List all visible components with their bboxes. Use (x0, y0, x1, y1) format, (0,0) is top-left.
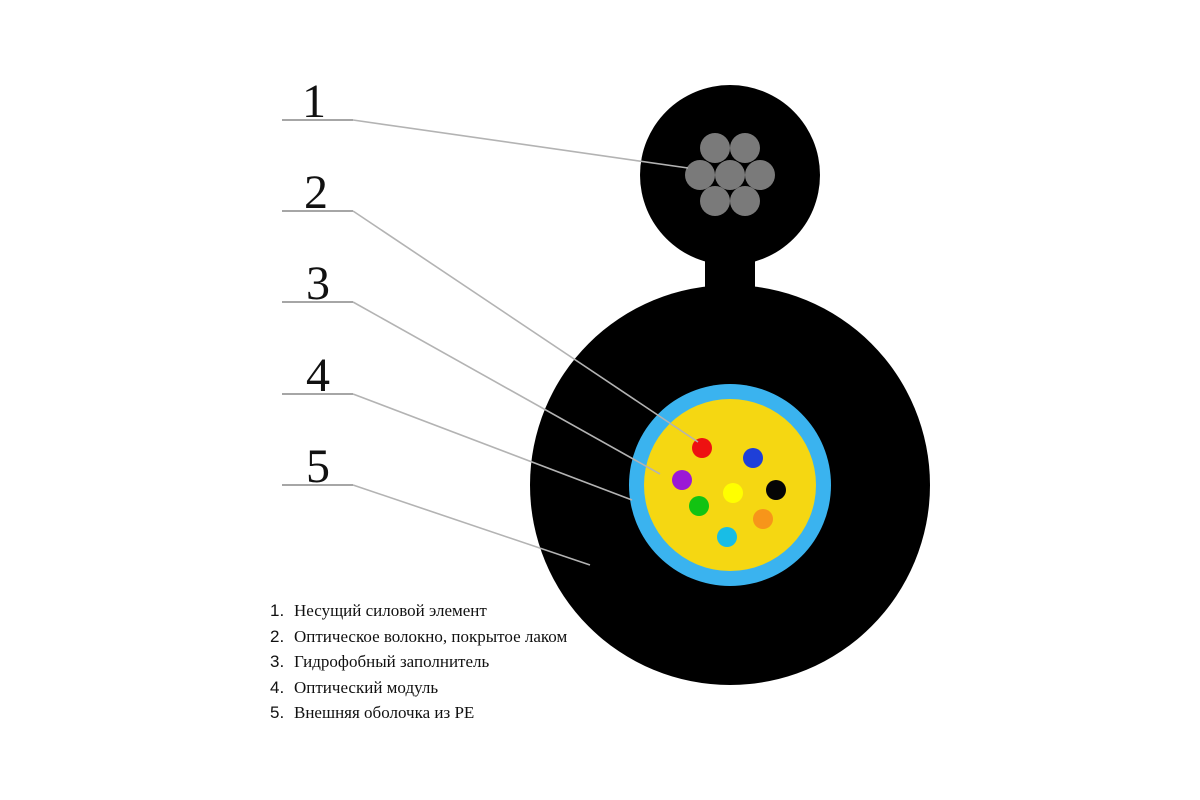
leader-line (352, 301, 661, 475)
fiber-yellow (723, 483, 743, 503)
fiber-black (766, 480, 786, 500)
callout-number: 3 (306, 257, 330, 310)
steel-strand (745, 160, 775, 190)
steel-strand (730, 133, 760, 163)
legend-item-number: 4. (270, 677, 285, 697)
callout-5: 5 (282, 440, 591, 566)
fiber-blue (743, 448, 763, 468)
legend-item-text: Внешняя оболочка из PE (294, 703, 475, 722)
steel-strand (700, 186, 730, 216)
legend: 1. Несущий силовой элемент 2. Оптическое в… (270, 598, 567, 726)
callout-number: 1 (302, 75, 326, 128)
legend-item: 2. Оптическое волокно, покрытое лаком (270, 624, 567, 650)
callout-1: 1 (282, 75, 689, 169)
optical-fibers (672, 438, 786, 547)
messenger-head (640, 85, 820, 265)
legend-item-text: Оптическое волокно, покрытое лаком (294, 626, 568, 646)
steel-strand-bundle (685, 133, 775, 216)
callout-3: 3 (282, 257, 661, 475)
fiber-cyan (717, 527, 737, 547)
steel-strand (700, 133, 730, 163)
fiber-red (692, 438, 712, 458)
legend-item-text: Оптический модуль (294, 677, 439, 697)
legend-item: 3. Гидрофобный заполнитель (270, 649, 567, 675)
legend-item-number: 1. (270, 601, 285, 620)
steel-strand (715, 160, 745, 190)
legend-item-text: Несущий силовой элемент (294, 601, 487, 620)
fiber-green (689, 496, 709, 516)
legend-item-number: 5. (270, 703, 285, 722)
fiber-orange (753, 509, 773, 529)
steel-strand (730, 186, 760, 216)
leader-line (352, 210, 699, 443)
legend-item-text: Гидрофобный заполнитель (294, 652, 490, 671)
legend-item: 4. Оптический модуль (270, 675, 567, 701)
callout-4: 4 (282, 349, 633, 501)
legend-item-number: 2. (270, 626, 285, 646)
callout-number: 2 (304, 166, 328, 219)
leader-line (352, 484, 591, 566)
callout-number: 5 (306, 440, 330, 493)
legend-item: 1. Несущий силовой элемент (270, 598, 567, 624)
leader-line (352, 119, 689, 169)
leader-line (352, 393, 633, 501)
legend-item-number: 3. (270, 652, 285, 671)
steel-strand (685, 160, 715, 190)
fiber-violet (672, 470, 692, 490)
callout-number: 4 (306, 349, 330, 402)
legend-item: 5. Внешняя оболочка из PE (270, 700, 567, 726)
callout-2: 2 (282, 166, 699, 443)
